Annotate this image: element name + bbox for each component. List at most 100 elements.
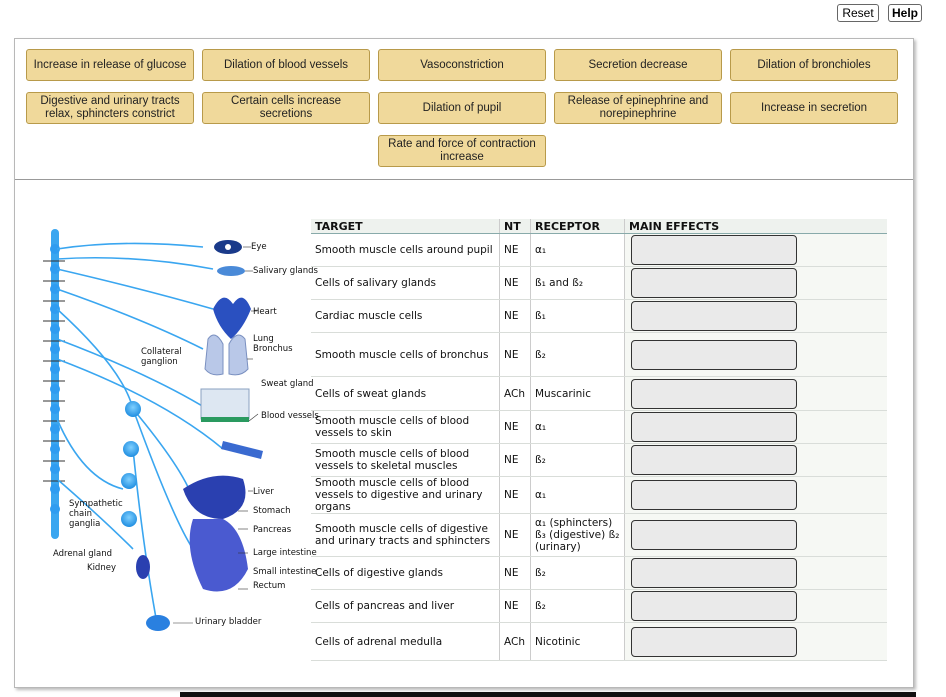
label-chip[interactable]: Secretion decrease <box>554 49 722 81</box>
target-cell: Smooth muscle cells of bronchus <box>311 332 500 377</box>
target-cell: Cells of sweat glands <box>311 376 500 411</box>
header-receptor: RECEPTOR <box>529 219 625 234</box>
receptor-cell: ß₂ <box>529 443 625 477</box>
target-cell: Cells of salivary glands <box>311 266 500 300</box>
nt-cell: NE <box>499 589 531 623</box>
drop-target[interactable] <box>631 268 798 298</box>
label-chip[interactable]: Dilation of blood vessels <box>202 49 370 81</box>
drop-target[interactable] <box>631 480 798 510</box>
label-chip[interactable]: Increase in release of glucose <box>26 49 194 81</box>
nt-cell: ACh <box>499 622 531 661</box>
adrenal-gland-label: Adrenal gland <box>53 549 113 559</box>
drop-target[interactable] <box>631 378 798 409</box>
drop-target[interactable] <box>631 520 798 550</box>
receptor-cell: Muscarinic <box>529 376 625 411</box>
drop-target[interactable] <box>631 339 798 370</box>
label-chip[interactable]: Digestive and urinary tracts relax, sphi… <box>26 92 194 124</box>
target-cell: Cells of digestive glands <box>311 556 500 590</box>
eye-label: Eye <box>251 242 267 252</box>
kidney-label: Kidney <box>87 563 116 573</box>
label-chip[interactable]: Increase in secretion <box>730 92 898 124</box>
drop-target[interactable] <box>631 591 798 621</box>
target-cell: Smooth muscle cells of blood vessels to … <box>311 476 500 514</box>
liver-icon <box>183 475 246 519</box>
nt-cell: NE <box>499 266 531 300</box>
target-cell: Smooth muscle cells of blood vessels to … <box>311 410 500 444</box>
target-cell: Cells of adrenal medulla <box>311 622 500 661</box>
target-cell: Cardiac muscle cells <box>311 299 500 333</box>
nt-cell: NE <box>499 476 531 514</box>
nt-cell: NE <box>499 556 531 590</box>
nt-cell: NE <box>499 299 531 333</box>
bladder-icon <box>146 615 170 631</box>
reset-button[interactable]: Reset <box>837 4 879 22</box>
stomach-label: Stomach <box>253 506 291 516</box>
rectum-label: Rectum <box>253 581 286 591</box>
target-cell: Smooth muscle cells of digestive and uri… <box>311 513 500 557</box>
target-cell: Smooth muscle cells of blood vessels to … <box>311 443 500 477</box>
target-cell: Cells of pancreas and liver <box>311 589 500 623</box>
kidney-icon <box>136 555 150 579</box>
receptor-cell: α₁ <box>529 410 625 444</box>
blood-vessel-icon <box>221 441 263 459</box>
sweat-gland-label: Sweat gland <box>261 379 314 389</box>
header-main-effects: MAIN EFFECTS <box>624 219 887 234</box>
large-intestine-label: Large intestine <box>253 548 317 558</box>
small-intestine-label: Small intestine <box>253 567 317 577</box>
label-chip[interactable]: Release of epinephrine and norepinephrin… <box>554 92 722 124</box>
collateral-ganglion-label: Collateral ganglion <box>141 347 182 367</box>
label-chip[interactable]: Certain cells increase secretions <box>202 92 370 124</box>
label-chip[interactable]: Dilation of bronchioles <box>730 49 898 81</box>
receptor-cell: α₁ <box>529 476 625 514</box>
effects-table: TARGET NT RECEPTOR MAIN EFFECTS Smooth m… <box>311 219 887 661</box>
anatomy-illustration <box>43 229 263 631</box>
table-row: Smooth muscle cells of blood vessels to … <box>311 443 887 477</box>
drop-target[interactable] <box>631 445 798 475</box>
lung-icon <box>204 334 249 376</box>
help-button[interactable]: Help <box>888 4 922 22</box>
sweat-gland-icon <box>200 388 250 420</box>
target-cell: Smooth muscle cells around pupil <box>311 233 500 267</box>
label-bank: Increase in release of glucose Dilation … <box>15 39 913 180</box>
sympathetic-figure: Eye Salivary glands Heart Lung Bronchus … <box>43 219 887 661</box>
salivary-label: Salivary glands <box>253 266 318 276</box>
drop-target[interactable] <box>631 626 798 657</box>
receptor-cell: α₁ <box>529 233 625 267</box>
nt-cell: NE <box>499 410 531 444</box>
heart-icon <box>213 297 251 339</box>
drop-target[interactable] <box>631 301 798 331</box>
drop-target[interactable] <box>631 412 798 442</box>
nt-cell: NE <box>499 443 531 477</box>
urinary-bladder-label: Urinary bladder <box>195 617 262 627</box>
lung-label: Lung <box>253 334 274 344</box>
label-chip[interactable]: Rate and force of contraction increase <box>378 135 546 167</box>
label-chip[interactable]: Dilation of pupil <box>378 92 546 124</box>
pancreas-label: Pancreas <box>253 525 292 535</box>
header-nt: NT <box>499 219 531 234</box>
nt-cell: ACh <box>499 376 531 411</box>
nt-cell: NE <box>499 332 531 377</box>
drop-target[interactable] <box>631 558 798 588</box>
receptor-cell: α₁ (sphincters) ß₃ (digestive) ß₂ (urina… <box>529 513 625 557</box>
header-target: TARGET <box>311 219 500 234</box>
table-row: Smooth muscle cells of digestive and uri… <box>311 513 887 557</box>
nt-cell: NE <box>499 233 531 267</box>
label-chip[interactable]: Vasoconstriction <box>378 49 546 81</box>
receptor-cell: Nicotinic <box>529 622 625 661</box>
table-row: Smooth muscle cells of blood vessels to … <box>311 476 887 514</box>
table-row: Smooth muscle cells of blood vessels to … <box>311 410 887 444</box>
receptor-cell: ß₁ and ß₂ <box>529 266 625 300</box>
salivary-gland-icon <box>217 266 245 276</box>
drop-target[interactable] <box>631 235 798 265</box>
bottom-scroll-edge <box>180 692 916 697</box>
receptor-cell: ß₂ <box>529 556 625 590</box>
sympathetic-chain-label: Sympathetic chain ganglia <box>69 499 123 529</box>
heart-label: Heart <box>253 307 277 317</box>
